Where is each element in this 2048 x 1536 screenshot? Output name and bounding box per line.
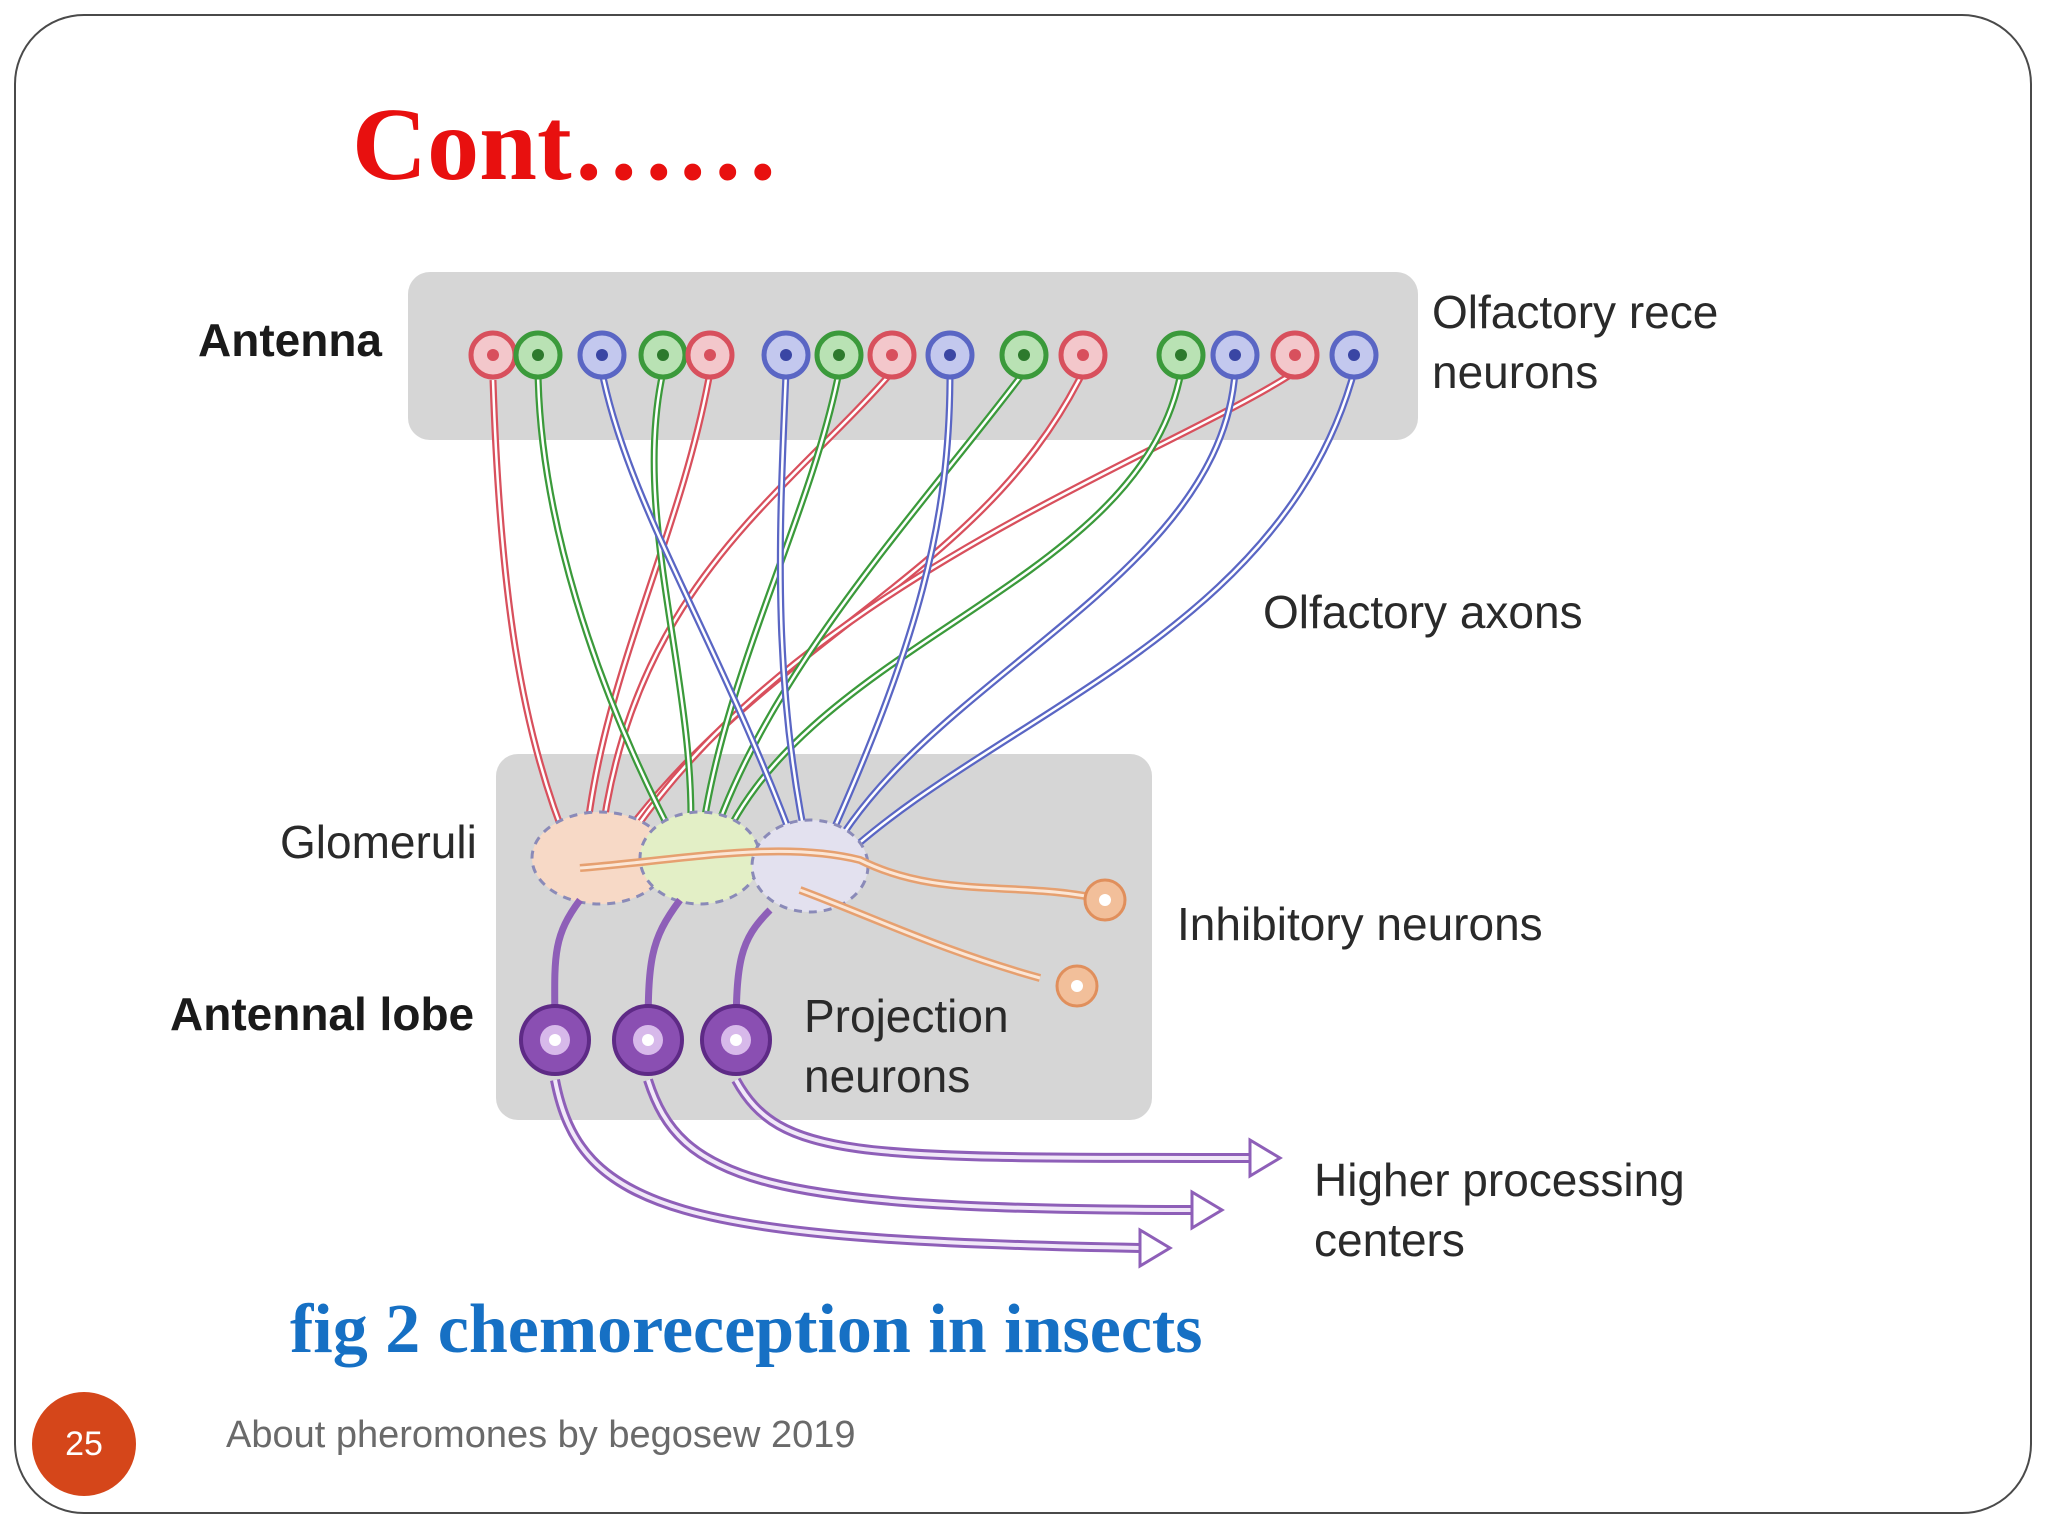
label-antenna: Antenna — [198, 314, 382, 366]
olfactory-receptor-neurons — [468, 330, 1379, 380]
label-olfactory-receptor-neurons: neurons — [1432, 346, 1598, 398]
receptor-neuron-blue — [925, 330, 975, 380]
receptor-neuron-green — [999, 330, 1049, 380]
receptor-neuron-blue — [577, 330, 627, 380]
receptor-neuron-red — [1270, 330, 1320, 380]
receptor-neuron-green — [814, 330, 864, 380]
label-higher-processing: Higher processing — [1314, 1154, 1685, 1206]
receptor-neuron-red — [685, 330, 735, 380]
label-projection: Projection — [804, 990, 1009, 1042]
footer-text: About pheromones by begosew 2019 — [226, 1414, 856, 1456]
page-number-badge: 25 — [32, 1392, 136, 1496]
label-higher-processing-centers: centers — [1314, 1214, 1465, 1266]
receptor-neuron-blue — [1329, 330, 1379, 380]
receptor-neuron-green — [1156, 330, 1206, 380]
label-antennal-lobe: Antennal lobe — [170, 988, 474, 1040]
inhibitory-neurons — [579, 847, 1127, 1008]
receptor-neuron-blue — [1210, 330, 1260, 380]
diagram-canvas: Antenna Olfactory receptor neurons Olfac… — [170, 272, 1720, 1269]
label-projection-neurons: neurons — [804, 1050, 970, 1102]
page-number: 25 — [65, 1424, 103, 1463]
projection-neurons — [519, 897, 1283, 1269]
receptor-neuron-red — [1058, 330, 1108, 380]
label-inhibitory-neurons: Inhibitory neurons — [1177, 898, 1543, 950]
olfactory-axons — [489, 369, 1358, 873]
receptor-neuron-blue — [761, 330, 811, 380]
figure-caption: fig 2 chemoreception in insects — [290, 1291, 1203, 1368]
label-olfactory-axons: Olfactory axons — [1263, 586, 1583, 638]
label-glomeruli: Glomeruli — [280, 816, 477, 868]
receptor-neuron-red — [867, 330, 917, 380]
receptor-neuron-green — [513, 330, 563, 380]
chemoreception-diagram: Antenna Olfactory receptor neurons Olfac… — [160, 260, 1720, 1300]
label-olfactory-receptor: Olfactory receptor — [1432, 286, 1720, 338]
slide-title: Cont…… — [352, 87, 780, 202]
receptor-neuron-green — [638, 330, 688, 380]
receptor-neuron-red — [468, 330, 518, 380]
